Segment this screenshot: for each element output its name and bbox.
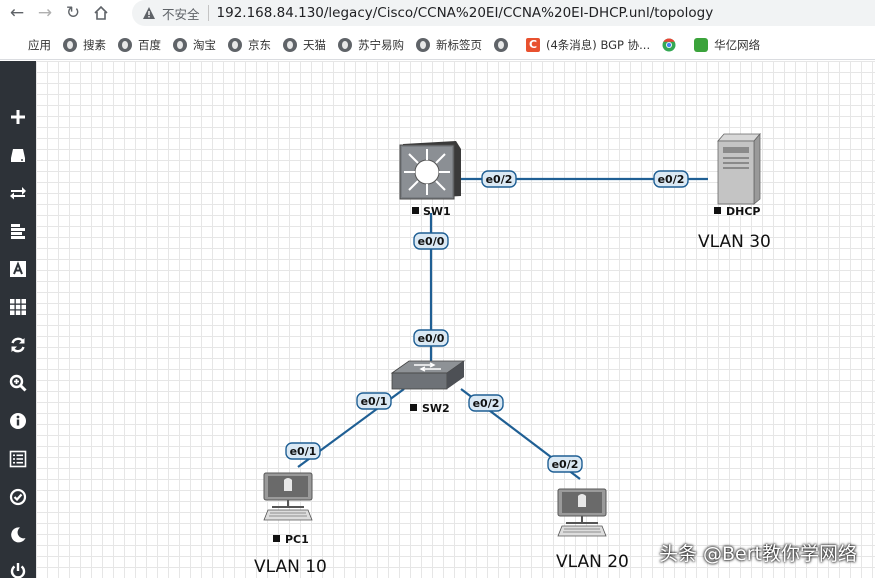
globe-icon (173, 37, 187, 52)
svg-text:e0/1: e0/1 (290, 445, 317, 458)
bookmark-csdn[interactable]: C (4条消息) BGP 协... (526, 37, 650, 53)
reload-icon[interactable]: ↻ (65, 3, 81, 23)
info-icon[interactable] (0, 408, 36, 434)
node-pc1[interactable]: PC1 (263, 472, 313, 546)
node-status-icon (412, 207, 419, 214)
globe-icon (338, 37, 352, 52)
pc-icon (557, 488, 607, 537)
node-dhcp[interactable]: DHCP (714, 132, 761, 218)
bookmark-chrome[interactable] (662, 38, 682, 52)
node-label-dhcp: DHCP (726, 205, 760, 218)
bookmark-huayi[interactable]: 华亿网络 (694, 37, 760, 53)
divider (207, 5, 209, 21)
zoom-icon[interactable] (0, 370, 36, 396)
power-icon[interactable] (0, 558, 36, 578)
svg-text:e0/2: e0/2 (486, 173, 513, 186)
annotation-vlan20[interactable]: VLAN 20 (556, 552, 629, 572)
svg-text:e0/2: e0/2 (473, 397, 500, 410)
align-left-icon[interactable] (0, 218, 36, 244)
port-label-sw2-e0-0[interactable]: e0/0 (413, 329, 449, 347)
csdn-icon: C (526, 37, 540, 52)
security-label[interactable]: 不安全 (162, 6, 200, 22)
browser-toolbar: ← → ↻ 不安全 192.168.84.130/legacy/Cisco/CC… (0, 0, 875, 26)
check-circle-icon[interactable] (0, 484, 36, 510)
port-label-dhcp-e0-2[interactable]: e0/2 (653, 170, 689, 188)
l3-switch-icon (399, 141, 461, 200)
node-sw1[interactable]: SW1 (399, 141, 461, 218)
node-pc2[interactable] (557, 488, 607, 537)
bookmark-suning[interactable]: 苏宁易购 (338, 37, 404, 53)
svg-text:e0/2: e0/2 (658, 173, 685, 186)
port-label-sw2-e0-1[interactable]: e0/1 (356, 392, 392, 410)
port-label-sw1-e0-2[interactable]: e0/2 (481, 170, 517, 188)
bookmark-taobao[interactable]: 淘宝 (173, 37, 216, 53)
list-icon[interactable] (0, 446, 36, 472)
globe-icon (63, 37, 77, 52)
node-status-icon (410, 404, 417, 411)
port-label-sw1-e0-0[interactable]: e0/0 (413, 232, 449, 250)
globe-icon (118, 37, 132, 52)
bookmark-sousu[interactable]: 搜素 (63, 37, 106, 53)
add-icon[interactable] (0, 104, 36, 130)
chrome-icon (662, 38, 676, 51)
globe-icon (416, 37, 430, 52)
exchange-icon[interactable] (0, 180, 36, 206)
bookmark-baidu[interactable]: 百度 (118, 37, 161, 53)
url-text[interactable]: 192.168.84.130/legacy/Cisco/CCNA%20EI/CC… (216, 5, 714, 21)
node-label-pc1: PC1 (285, 533, 309, 546)
arrow-right-icon[interactable]: → (37, 3, 53, 23)
leaf-icon (694, 37, 709, 52)
bookmark-jd[interactable]: 京东 (228, 37, 271, 53)
globe-icon (228, 37, 242, 52)
node-status-icon (273, 535, 280, 542)
port-label-sw2-e0-2[interactable]: e0/2 (468, 394, 504, 412)
svg-text:e0/1: e0/1 (361, 395, 388, 408)
apps-icon (8, 38, 22, 52)
annotation-vlan30[interactable]: VLAN 30 (698, 232, 771, 252)
warning-icon (143, 7, 155, 19)
bookmark-apps[interactable]: 应用 (8, 37, 51, 53)
grid-icon[interactable] (0, 294, 36, 320)
server-icon (717, 132, 761, 205)
node-label-sw2: SW2 (422, 402, 450, 415)
l2-switch-icon (390, 360, 466, 390)
svg-text:e0/2: e0/2 (552, 458, 579, 471)
storage-icon[interactable] (0, 142, 36, 168)
globe-icon (494, 37, 508, 52)
globe-icon (283, 37, 297, 52)
bookmark-unnamed[interactable] (494, 37, 514, 52)
moon-icon[interactable] (0, 522, 36, 548)
watermark: 头条 @Bert教你学网络 (658, 543, 857, 565)
topology-diagram: SW1 DHCP (254, 132, 771, 577)
node-status-icon (714, 207, 721, 214)
node-sw2[interactable]: SW2 (390, 360, 466, 415)
bookmarks-bar: 应用 搜素 百度 淘宝 京东 天猫 苏宁易购 新标签页 C (4条消息) BGP… (0, 30, 875, 60)
refresh-icon[interactable] (0, 332, 36, 358)
port-label-pc2-e0-2[interactable]: e0/2 (547, 455, 583, 473)
annotation-vlan10[interactable]: VLAN 10 (254, 557, 327, 577)
node-label-sw1: SW1 (423, 205, 451, 218)
svg-text:e0/0: e0/0 (418, 235, 445, 248)
svg-text:e0/0: e0/0 (418, 332, 445, 345)
text-icon[interactable] (0, 256, 36, 282)
port-label-pc1-e0-1[interactable]: e0/1 (285, 442, 321, 460)
bookmark-newtab[interactable]: 新标签页 (416, 37, 482, 53)
pc-icon (263, 472, 313, 521)
bookmark-tmall[interactable]: 天猫 (283, 37, 326, 53)
address-bar[interactable]: 不安全 192.168.84.130/legacy/Cisco/CCNA%20E… (132, 0, 875, 26)
sidebar (0, 61, 36, 578)
arrow-left-icon[interactable]: ← (9, 3, 25, 23)
home-icon[interactable] (90, 2, 112, 24)
